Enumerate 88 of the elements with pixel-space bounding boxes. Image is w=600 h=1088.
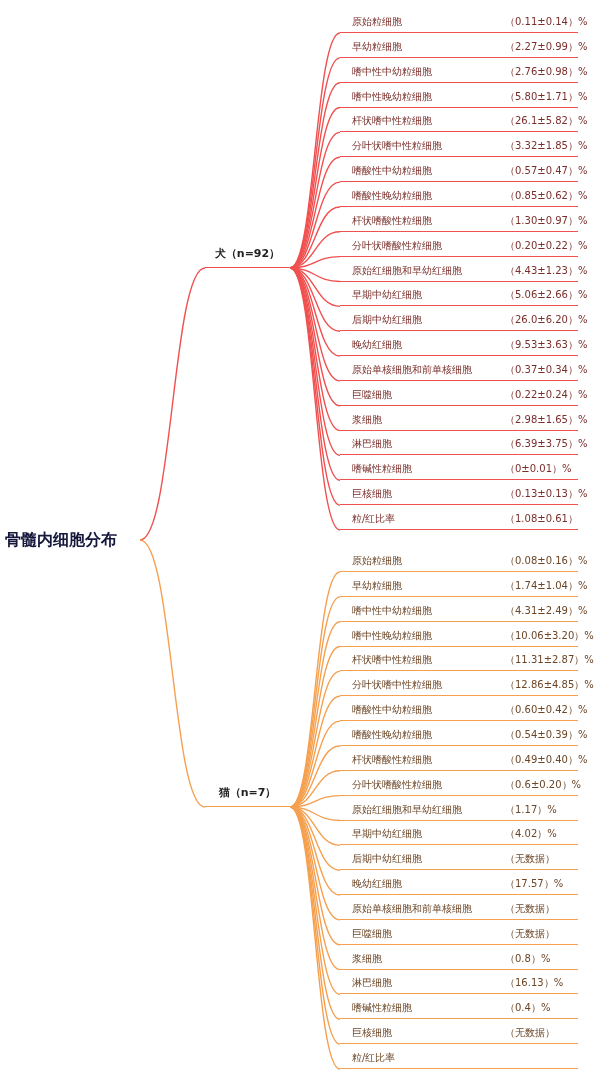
percentage-value: （0.49±0.40）% [505, 752, 588, 767]
percentage-value: （0.54±0.39）% [505, 727, 588, 742]
cell-type-label: 嗜酸性晚幼粒细胞 [352, 188, 432, 203]
cell-type-label: 嗜酸性中幼粒细胞 [352, 703, 432, 718]
cell-type-label: 分叶状嗜中性粒细胞 [352, 678, 442, 693]
percentage-value: （17.57）% [505, 877, 564, 892]
percentage-value: （4.43±1.23）% [505, 263, 588, 278]
cell-type-label: 分叶状嗜酸性粒细胞 [352, 777, 442, 792]
percentage-value: （3.32±1.85）% [505, 139, 588, 154]
percentage-value: （4.31±2.49）% [505, 603, 588, 618]
cell-type-label: 嗜碱性粒细胞 [352, 1001, 412, 1016]
cell-type-label: 早期中幼红细胞 [352, 288, 422, 303]
percentage-value: （26.0±6.20）% [505, 313, 588, 328]
cell-type-label: 杆状嗜中性粒细胞 [352, 653, 432, 668]
cell-type-label: 巨核细胞 [352, 487, 392, 502]
cell-type-label: 粒/红比率 [352, 1051, 396, 1065]
cell-type-label: 巨核细胞 [352, 1026, 392, 1041]
percentage-value: （11.31±2.87）% [505, 653, 594, 668]
branch-topic: 犬（n=92） [205, 246, 290, 268]
cell-type-label: 粒/红比率 [352, 512, 396, 526]
percentage-value: （0.60±0.42）% [505, 703, 588, 718]
branch-topic: 猫（n=7） [205, 785, 290, 807]
percentage-value: （5.80±1.71）% [505, 89, 588, 104]
cell-type-label: 嗜中性晚幼粒细胞 [352, 89, 432, 104]
percentage-value: （无数据） [505, 1026, 555, 1041]
cell-type-label: 原始单核细胞和前单核细胞 [352, 901, 472, 916]
cell-type-label: 原始红细胞和早幼红细胞 [352, 263, 462, 278]
percentage-value: （0.4）% [505, 1001, 551, 1016]
cell-type-label: 原始单核细胞和前单核细胞 [352, 362, 472, 377]
percentage-value: （5.06±2.66）% [505, 288, 588, 303]
percentage-value: （2.76±0.98）% [505, 64, 588, 79]
cell-type-label: 嗜中性中幼粒细胞 [352, 64, 432, 79]
percentage-value: （12.86±4.85）% [505, 678, 594, 693]
percentage-value: （26.1±5.82）% [505, 114, 588, 129]
branch-line [139, 267, 206, 541]
cell-type-label: 巨噬细胞 [352, 387, 392, 402]
cell-type-label: 早幼粒细胞 [352, 39, 402, 54]
cell-type-label: 杆状嗜中性粒细胞 [352, 114, 432, 129]
percentage-value: （0.20±0.22）% [505, 238, 588, 253]
cell-type-label: 原始红细胞和早幼红细胞 [352, 802, 462, 817]
cell-type-label: 分叶状嗜酸性粒细胞 [352, 238, 442, 253]
percentage-value: （1.30±0.97）% [505, 213, 588, 228]
percentage-value: （0.8）% [505, 951, 551, 966]
percentage-value: （0.11±0.14）% [505, 15, 588, 29]
cell-type-label: 嗜酸性中幼粒细胞 [352, 164, 432, 179]
cell-type-label: 巨噬细胞 [352, 926, 392, 941]
percentage-value: （1.08±0.61） [505, 512, 578, 526]
cell-type-label: 分叶状嗜中性粒细胞 [352, 139, 442, 154]
cell-type-label: 原始粒细胞 [352, 15, 402, 29]
cell-type-label: 晚幼红细胞 [352, 338, 402, 353]
cell-type-label: 早期中幼红细胞 [352, 827, 422, 842]
cell-type-label: 嗜碱性粒细胞 [352, 462, 412, 477]
percentage-value: （0.22±0.24）% [505, 387, 588, 402]
percentage-value: （0.85±0.62）% [505, 188, 588, 203]
branch-line [139, 539, 206, 808]
percentage-value: （10.06±3.20）% [505, 628, 594, 643]
cell-type-label: 后期中幼红细胞 [352, 313, 422, 328]
cell-type-label: 杆状嗜酸性粒细胞 [352, 752, 432, 767]
cell-type-label: 杆状嗜酸性粒细胞 [352, 213, 432, 228]
percentage-value: （无数据） [505, 852, 555, 867]
percentage-value: （9.53±3.63）% [505, 338, 588, 353]
percentage-value: （4.02）% [505, 827, 557, 842]
cell-type-label: 嗜中性中幼粒细胞 [352, 603, 432, 618]
cell-type-label: 早幼粒细胞 [352, 578, 402, 593]
percentage-value: （无数据） [505, 901, 555, 916]
percentage-value: （1.74±1.04）% [505, 578, 588, 593]
percentage-value: （无数据） [505, 926, 555, 941]
percentage-value: （0.6±0.20）% [505, 777, 582, 792]
percentage-value: （6.39±3.75）% [505, 437, 588, 452]
cell-type-label: 浆细胞 [352, 412, 382, 427]
cell-type-label: 嗜酸性晚幼粒细胞 [352, 727, 432, 742]
percentage-value: （0.08±0.16）% [505, 554, 588, 568]
cell-type-label: 嗜中性晚幼粒细胞 [352, 628, 432, 643]
cell-type-label: 原始粒细胞 [352, 554, 402, 568]
percentage-value: （0.37±0.34）% [505, 362, 588, 377]
percentage-value: （1.17）% [505, 802, 557, 817]
cell-type-label: 晚幼红细胞 [352, 877, 402, 892]
cell-type-label: 淋巴细胞 [352, 976, 392, 991]
percentage-value: （0±0.01）% [505, 462, 572, 477]
cell-type-label: 浆细胞 [352, 951, 382, 966]
percentage-value: （0.57±0.47）% [505, 164, 588, 179]
cell-type-label: 后期中幼红细胞 [352, 852, 422, 867]
percentage-value: （0.13±0.13）% [505, 487, 588, 502]
percentage-value: （2.98±1.65）% [505, 412, 588, 427]
percentage-value: （16.13）% [505, 976, 564, 991]
root-topic: 骨髓内细胞分布 [5, 528, 140, 552]
cell-type-label: 淋巴细胞 [352, 437, 392, 452]
percentage-value: （2.27±0.99）% [505, 39, 588, 54]
